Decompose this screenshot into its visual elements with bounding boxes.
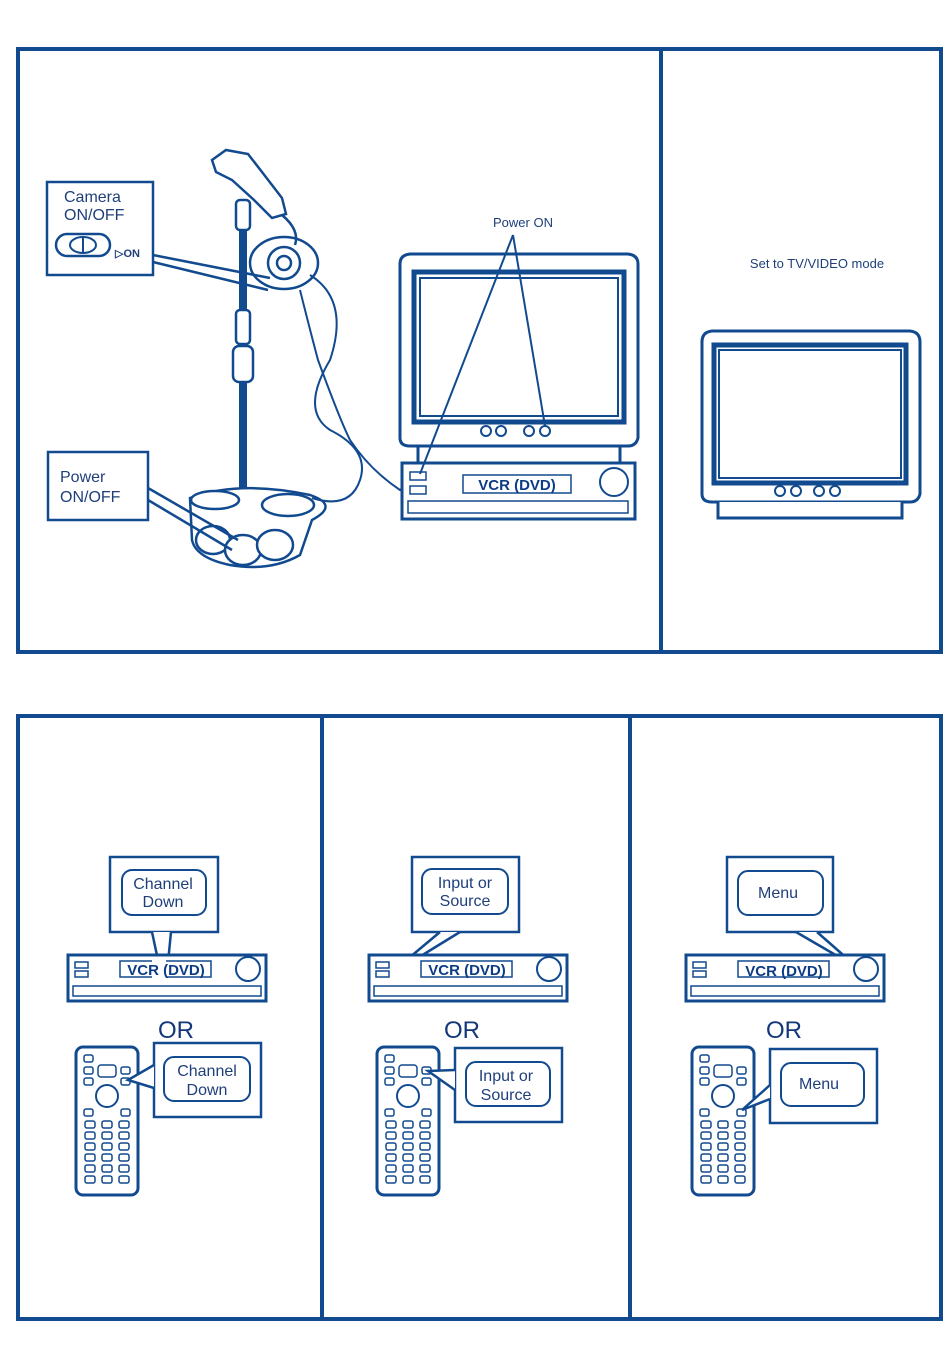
remote-callout-line1: Input or — [479, 1068, 534, 1085]
power-label-line1: Power — [60, 469, 106, 486]
vcr-callout-line1: Channel — [133, 876, 193, 893]
panel-channel-down: Channel Down VCR (DVD) OR Channel Down — [68, 857, 266, 1195]
television-right — [702, 331, 920, 518]
vcr-callout-line1: Input or — [438, 875, 493, 892]
camera-label-line2: ON/OFF — [64, 207, 125, 224]
camera-label-line1: Camera — [64, 189, 121, 206]
power-label-line2: ON/OFF — [60, 489, 121, 506]
camera-callout: Camera ON/OFF ▷ON — [47, 182, 270, 290]
remote-callout-line1: Channel — [177, 1063, 237, 1080]
or-label: OR — [444, 1017, 480, 1044]
camera-switch-icon — [56, 234, 110, 256]
vcr-label: VCR (DVD) — [428, 962, 506, 979]
television-top — [400, 254, 638, 462]
panel-input-source: Input or Source VCR (DVD) OR Input or So… — [369, 857, 567, 1195]
vcr-label: VCR (DVD) — [127, 962, 205, 979]
panel-menu: Menu VCR (DVD) OR Menu — [686, 857, 884, 1195]
camera-switch-on-label: ▷ON — [114, 248, 140, 260]
vcr-top-label: VCR (DVD) — [478, 477, 556, 494]
tv-mode-label: Set to TV/VIDEO mode — [750, 256, 884, 271]
power-on-label: Power ON — [493, 215, 553, 230]
vcr-label: VCR (DVD) — [745, 963, 823, 980]
remote-callout-line2: Source — [481, 1087, 532, 1104]
vcr-top: VCR (DVD) — [402, 463, 635, 519]
vcr-callout-line2: Down — [143, 894, 184, 911]
vcr-callout-line2: Source — [440, 893, 491, 910]
karaoke-stand — [190, 150, 410, 567]
remote-callout-line1: Menu — [799, 1076, 839, 1093]
vcr-callout-line1: Menu — [758, 885, 798, 902]
or-label: OR — [158, 1017, 194, 1044]
remote-callout-line2: Down — [187, 1082, 228, 1099]
or-label: OR — [766, 1017, 802, 1044]
